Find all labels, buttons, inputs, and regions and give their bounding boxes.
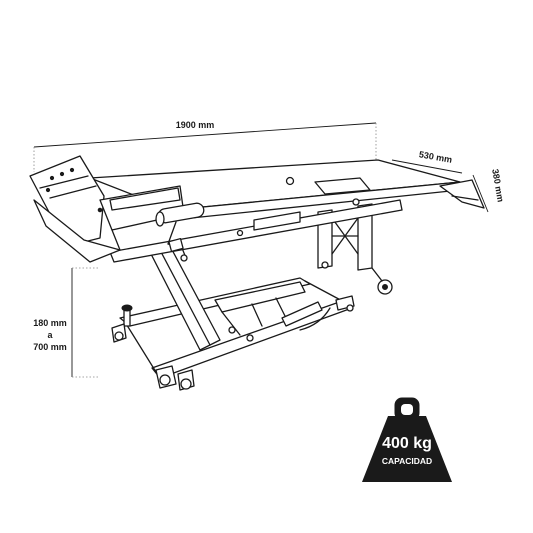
capacity-badge: 400 kg CAPACIDAD: [362, 397, 452, 482]
height-dimension: 180 mm a 700 mm: [33, 267, 100, 378]
length-dimension: 1900 mm: [33, 120, 377, 172]
capacity-label: CAPACIDAD: [382, 456, 432, 466]
width-label: 530 mm: [418, 149, 453, 165]
scissor-frame: [111, 203, 393, 391]
weight-icon: [362, 416, 452, 482]
length-label: 1900 mm: [176, 120, 215, 130]
capacity-value: 400 kg: [382, 435, 432, 452]
lift-illustration: [29, 155, 485, 391]
wheel-chock: [99, 185, 185, 251]
lift-handle: [155, 202, 205, 262]
height-connector-label: a: [47, 330, 53, 340]
height-min-label: 180 mm: [33, 318, 67, 328]
ramp-label: 380 mm: [490, 168, 506, 203]
height-max-label: 700 mm: [33, 342, 67, 352]
wheel-clamp: [29, 155, 121, 263]
